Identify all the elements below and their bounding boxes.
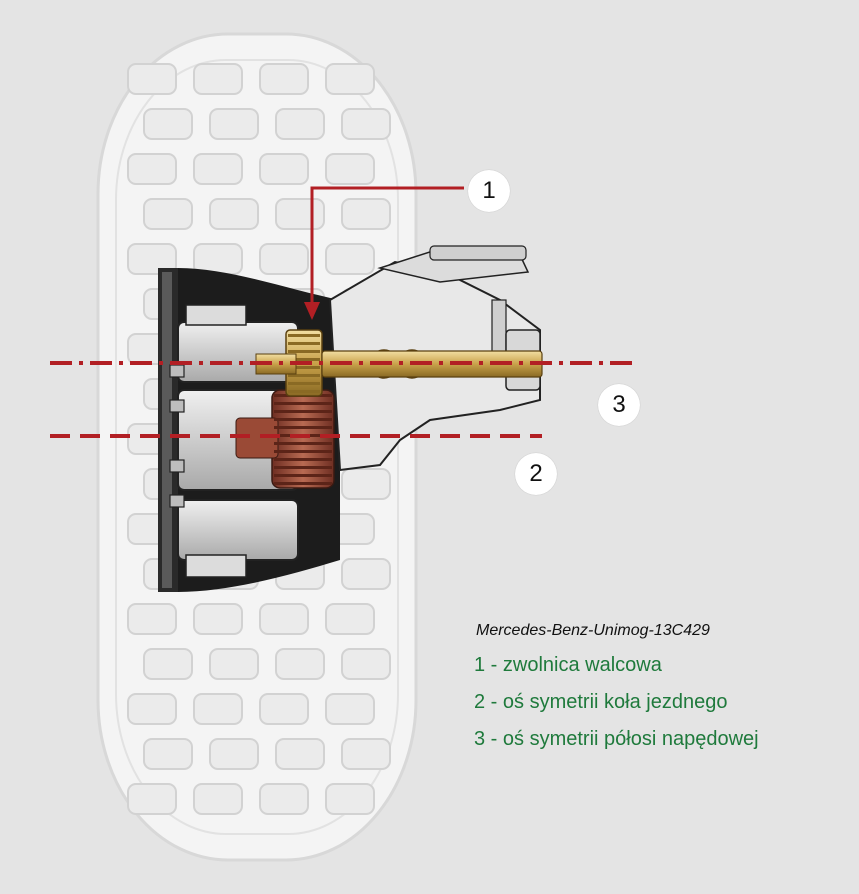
gear-tooth bbox=[274, 402, 332, 405]
gear-tooth bbox=[274, 442, 332, 445]
tread-block bbox=[127, 783, 177, 815]
tread-block bbox=[325, 693, 375, 725]
tread-block bbox=[275, 198, 325, 230]
pinion-tooth bbox=[288, 366, 320, 369]
tread-block bbox=[341, 468, 391, 500]
legend-item-2: 2 - oś symetrii koła jezdnego bbox=[474, 691, 728, 713]
tread-block bbox=[143, 738, 193, 770]
tread-block bbox=[193, 153, 243, 185]
tread-block bbox=[259, 693, 309, 725]
tread-block bbox=[259, 783, 309, 815]
tread-block bbox=[341, 738, 391, 770]
tread-block bbox=[341, 108, 391, 140]
pinion-tooth bbox=[288, 374, 320, 377]
gear-tooth bbox=[274, 418, 332, 421]
tread-block bbox=[341, 558, 391, 590]
gear-tooth bbox=[274, 482, 332, 485]
tread-block bbox=[325, 243, 375, 275]
legend-item-3: 3 - oś symetrii półosi napędowej bbox=[474, 728, 759, 750]
tread-block bbox=[127, 693, 177, 725]
tread-block bbox=[259, 603, 309, 635]
pinion-tooth bbox=[288, 334, 320, 337]
tread-block bbox=[127, 243, 177, 275]
tread-block bbox=[325, 153, 375, 185]
tread-block bbox=[193, 63, 243, 95]
tread-block bbox=[275, 648, 325, 680]
tread-block bbox=[259, 153, 309, 185]
pinion-tooth bbox=[288, 390, 320, 393]
leader-arrowhead-1 bbox=[304, 302, 320, 320]
tread-block bbox=[259, 63, 309, 95]
tread-block bbox=[325, 603, 375, 635]
legend-item-1: 1 - zwolnica walcowa bbox=[474, 654, 662, 676]
gear-tooth bbox=[274, 458, 332, 461]
pinion-tooth bbox=[288, 350, 320, 353]
marker-3: 3 bbox=[598, 384, 640, 426]
tread-block bbox=[193, 603, 243, 635]
tread-block bbox=[275, 738, 325, 770]
tread-block bbox=[193, 693, 243, 725]
tread-block bbox=[127, 153, 177, 185]
tread-block bbox=[143, 198, 193, 230]
tread-block bbox=[275, 108, 325, 140]
marker-1: 1 bbox=[468, 170, 510, 212]
tread-block bbox=[325, 783, 375, 815]
pinion-tooth bbox=[288, 382, 320, 385]
pinion-tooth bbox=[288, 342, 320, 345]
tread-block bbox=[341, 198, 391, 230]
model-name: Mercedes-Benz-Unimog-13C429 bbox=[476, 622, 710, 639]
gear-tooth bbox=[274, 410, 332, 413]
tread-block bbox=[127, 603, 177, 635]
tread-block bbox=[341, 648, 391, 680]
tread-block bbox=[209, 108, 259, 140]
tread-block bbox=[193, 783, 243, 815]
tread-block bbox=[209, 648, 259, 680]
drive-pinion-teeth bbox=[288, 334, 320, 393]
driven-gear bbox=[235, 389, 335, 489]
tread-block bbox=[209, 198, 259, 230]
gear-tooth bbox=[274, 466, 332, 469]
tread-block bbox=[325, 63, 375, 95]
caption-block: Mercedes-Benz-Unimog-13C429 1 - zwolnica… bbox=[474, 622, 854, 765]
gear-tooth bbox=[274, 426, 332, 429]
tread-block bbox=[127, 63, 177, 95]
tread-block bbox=[143, 648, 193, 680]
leader-line-1 bbox=[310, 186, 464, 305]
pinion-tooth bbox=[288, 358, 320, 361]
gear-tooth bbox=[274, 474, 332, 477]
marker-2: 2 bbox=[515, 453, 557, 495]
tread-block bbox=[143, 108, 193, 140]
tread-block bbox=[209, 738, 259, 770]
gear-tooth bbox=[274, 450, 332, 453]
tread-block bbox=[259, 243, 309, 275]
